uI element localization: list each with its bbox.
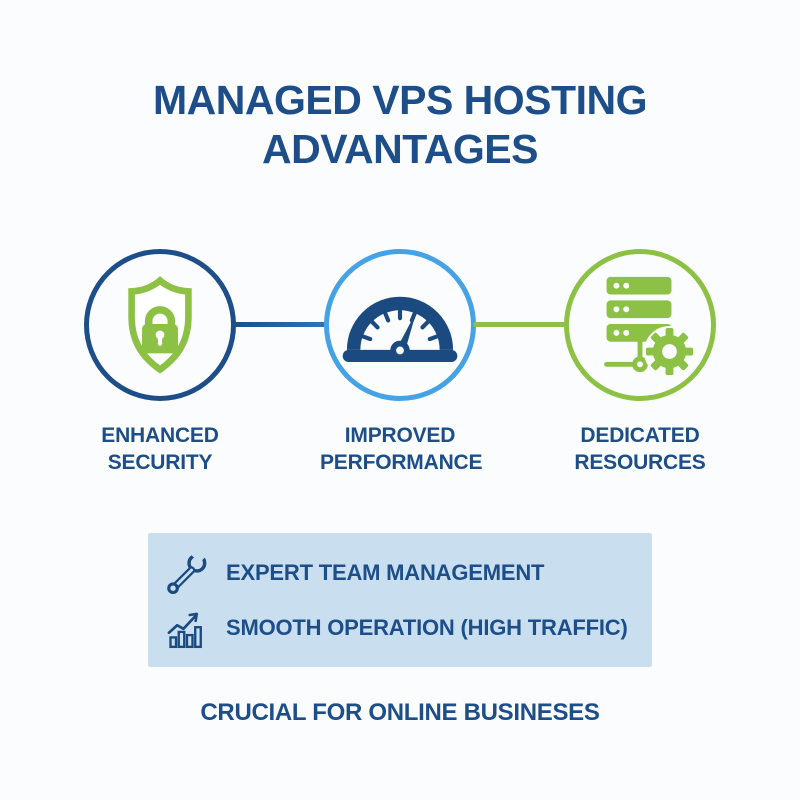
feature-circle-performance <box>324 249 476 401</box>
panel-item-label: SMOOTH OPERATION (HIGH TRAFFIC) <box>226 614 628 640</box>
footer-note: CRUCIAL FOR ONLINE BUSINESES <box>200 699 600 726</box>
connector-line-security-performance <box>233 322 327 327</box>
server-gear-icon <box>581 267 699 383</box>
panel-item-label: EXPERT TEAM MANAGEMENT <box>226 559 545 585</box>
panel-item-expert-team: EXPERT TEAM MANAGEMENT <box>164 549 638 596</box>
page-title: MANAGED VPS HOSTING ADVANTAGES <box>153 77 647 172</box>
panel-item-smooth-operation: SMOOTH OPERATION (HIGH TRAFFIC) <box>164 605 638 651</box>
benefits-panel: EXPERT TEAM MANAGEMENT SMOOTH OPERATION … <box>148 533 652 667</box>
feature-label-security: ENHANCED SECURITY <box>101 424 219 474</box>
connector-line-performance-resources <box>473 322 567 327</box>
growth-chart-icon <box>164 605 210 651</box>
feature-circle-security <box>84 249 236 401</box>
feature-circle-resources <box>564 249 716 401</box>
wrench-icon <box>164 549 210 596</box>
feature-label-resources: DEDICATED RESOURCES <box>574 424 706 474</box>
speedometer-icon <box>339 279 461 367</box>
feature-label-performance: IMPROVED PERFORMANCE <box>320 424 483 474</box>
shield-lock-icon <box>112 272 208 378</box>
